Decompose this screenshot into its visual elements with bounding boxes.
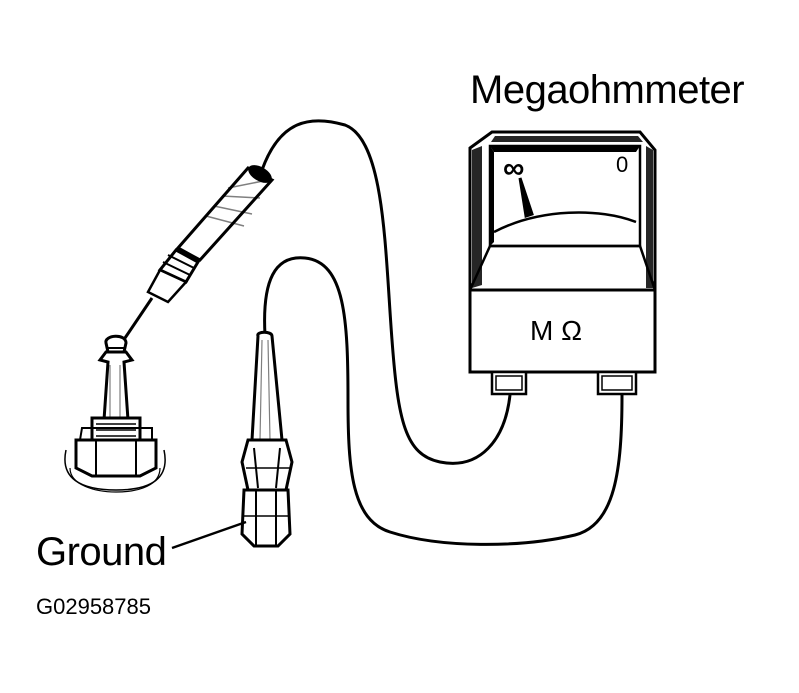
ground-bolt-nut xyxy=(240,488,292,548)
meter-left-edge xyxy=(472,146,482,288)
spark-plug-hex-nut xyxy=(74,438,158,478)
ground-lead-wire xyxy=(263,256,624,546)
ground-label: Ground xyxy=(36,530,167,574)
meter-unit-label: M Ω xyxy=(530,315,582,346)
ground-clip xyxy=(240,330,294,548)
clip-jaws xyxy=(240,438,294,496)
figure-code: G02958785 xyxy=(36,594,151,619)
scale-zero-label: 0 xyxy=(616,152,628,177)
meter-top-edge xyxy=(491,136,643,142)
scale-infinity-label: ∞ xyxy=(503,152,524,185)
ground-leader-line xyxy=(171,520,247,550)
megaohmmeter: ∞ 0 M Ω xyxy=(468,130,657,396)
meter-terminal-right xyxy=(596,370,638,396)
spark-plug-insulator xyxy=(97,350,135,422)
meter-scale-arc xyxy=(493,211,637,234)
spark-plug-washer xyxy=(64,449,166,491)
meter-face-divider xyxy=(468,244,657,291)
window-shadow-top xyxy=(490,146,640,152)
clip-wire-boot xyxy=(250,330,284,442)
spark-plug xyxy=(64,334,166,493)
probe-lead-wire xyxy=(260,119,512,465)
meter-right-edge xyxy=(646,146,653,288)
megaohmmeter-label: Megaohmmeter xyxy=(470,68,745,112)
probe-tip-sleeve xyxy=(146,268,189,304)
test-probe xyxy=(123,165,275,339)
meter-needle xyxy=(518,177,534,218)
spark-plug-terminal xyxy=(104,334,128,354)
probe-needle xyxy=(123,297,154,339)
meter-terminal-left xyxy=(490,370,528,396)
window-shadow-left xyxy=(490,146,494,246)
